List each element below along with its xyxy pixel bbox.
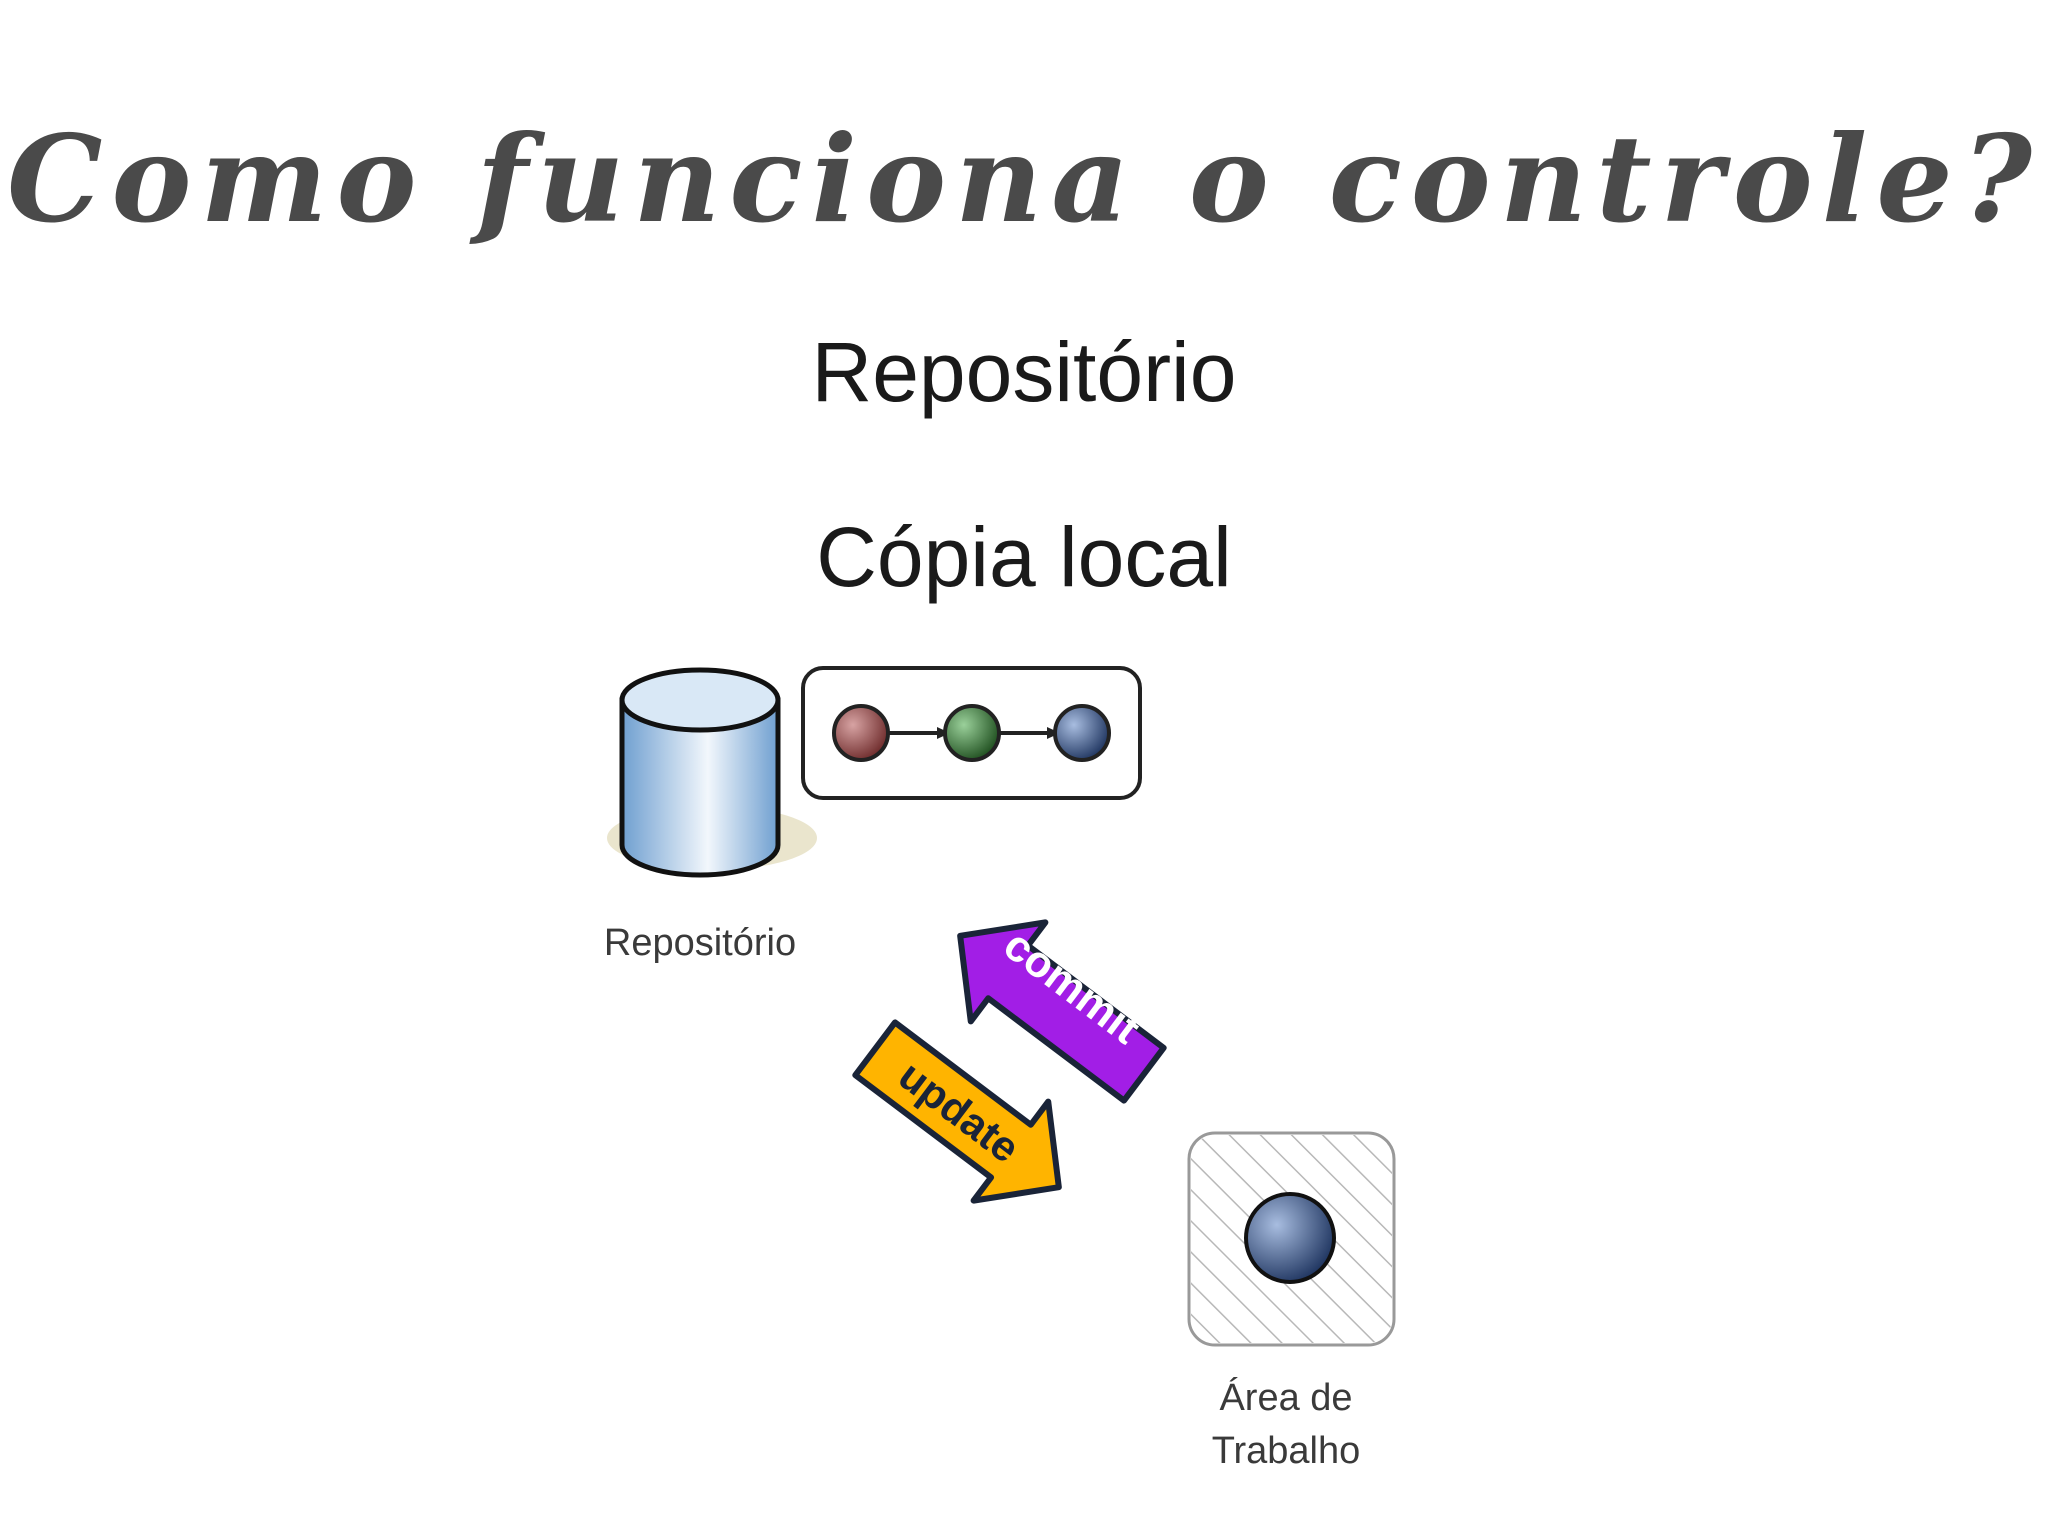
revision-node-1 — [832, 704, 890, 762]
bullet-copia-local: Cópia local — [816, 510, 1232, 604]
revision-node-3 — [1053, 704, 1111, 762]
repository-label: Repositório — [604, 922, 796, 964]
slide-title: Como funciona o controle? — [6, 109, 2042, 250]
working-area-icon — [1187, 1131, 1396, 1347]
bullet-repositorio: Repositório — [811, 325, 1237, 419]
working-copy-node — [1244, 1192, 1336, 1284]
workspace-label-line2: Trabalho — [1212, 1430, 1361, 1472]
revision-node-2 — [943, 704, 1001, 762]
database-icon — [607, 667, 817, 878]
workspace-label-line1: Área de — [1219, 1376, 1352, 1419]
revision-history — [801, 666, 1142, 800]
